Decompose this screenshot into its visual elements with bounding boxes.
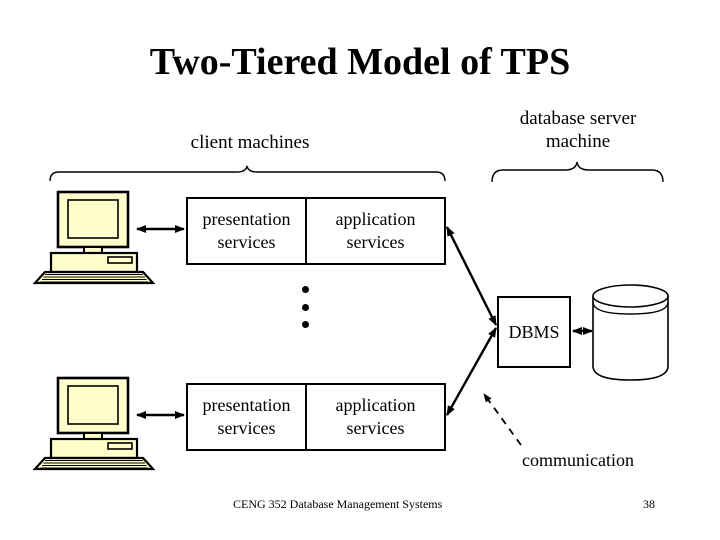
dbms-label: DBMS: [508, 321, 560, 342]
presentation-services-cell-top: presentation services: [188, 199, 308, 263]
client-tier-bottom-box: presentation services application servic…: [186, 383, 446, 451]
communication-label: communication: [478, 450, 678, 471]
page-title: Two-Tiered Model of TPS: [149, 41, 571, 83]
application-services-line2-bottom: services: [346, 418, 405, 438]
application-services-line1-top: application: [335, 209, 416, 229]
presentation-services-line2-top: services: [217, 232, 276, 252]
ellipsis-dot: [301, 321, 309, 328]
dbms-box: DBMS: [497, 296, 571, 368]
application-services-cell-bottom: application services: [307, 385, 444, 449]
server-group-brace: [491, 161, 664, 183]
arrow-top-box-to-dbms: [445, 226, 498, 326]
communication-callout-arrow: [483, 393, 522, 446]
client-group-caption: client machines: [140, 131, 360, 154]
presentation-services-line1-bottom: presentation: [202, 395, 291, 415]
vertical-ellipsis-icon: [294, 286, 316, 328]
client-group-brace: [49, 165, 446, 182]
client-group-caption-text: client machines: [190, 132, 310, 153]
database-cylinder-icon: [592, 284, 669, 381]
application-services-cell-top: application services: [307, 199, 444, 263]
arrow-bottom-box-to-dbms: [445, 327, 498, 416]
presentation-services-cell-bottom: presentation services: [188, 385, 308, 449]
ellipsis-dot: [301, 286, 309, 293]
server-group-caption: database server machine: [478, 107, 678, 153]
ellipsis-dot: [301, 303, 309, 311]
client-computer-icon-bottom: [32, 376, 156, 471]
client-computer-icon-top: [32, 190, 156, 285]
presentation-services-line1-top: presentation: [202, 209, 291, 229]
server-group-caption-line1: database server: [519, 108, 637, 129]
footer-page-number: 38: [643, 497, 655, 511]
presentation-services-line2-bottom: services: [217, 418, 276, 438]
client-tier-top-box: presentation services application servic…: [186, 197, 446, 265]
communication-label-text: communication: [522, 450, 634, 470]
application-services-line1-bottom: application: [335, 395, 416, 415]
application-services-line2-top: services: [346, 232, 405, 252]
footer-course-text: CENG 352 Database Management Systems: [233, 497, 443, 511]
server-group-caption-line2: machine: [545, 131, 611, 152]
